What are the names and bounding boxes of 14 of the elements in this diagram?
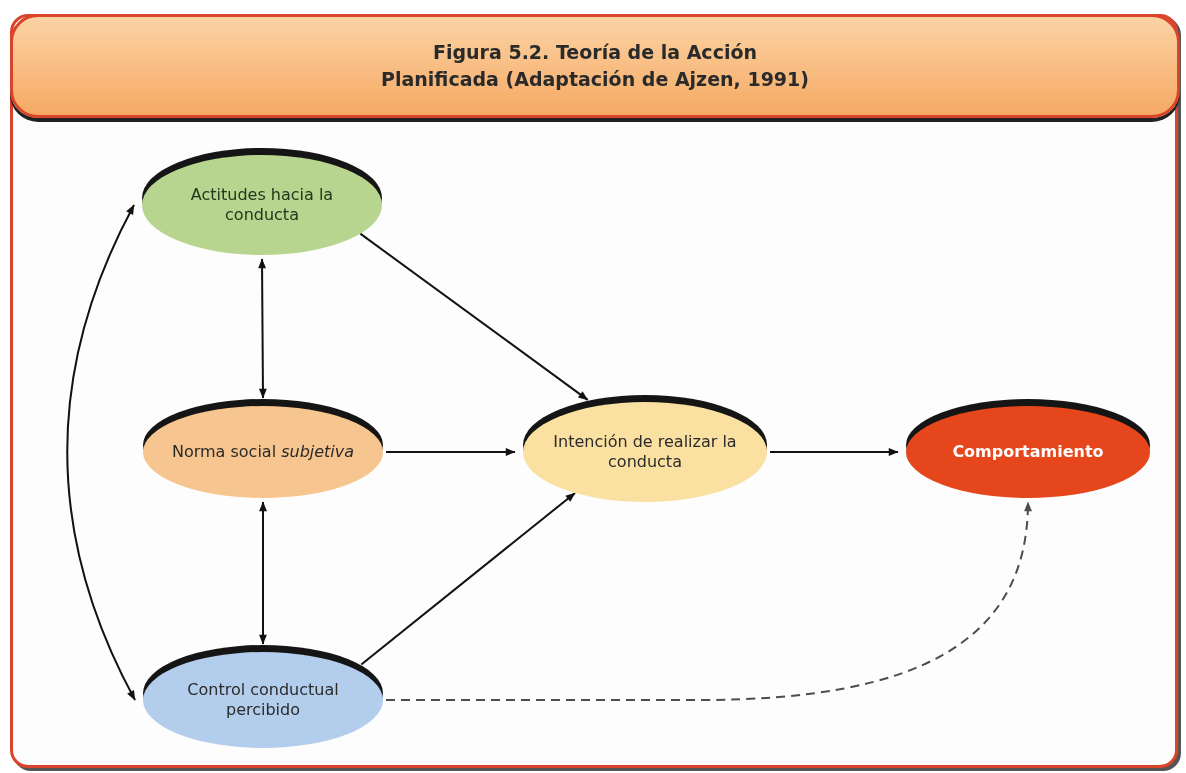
- arrow: [259, 501, 267, 645]
- arrow: [385, 448, 516, 456]
- arrow: [359, 232, 589, 401]
- node-label: Intención de realizar la conducta: [552, 432, 738, 472]
- node-label: Norma social subjetiva: [171, 442, 355, 462]
- dashed-arrow: [385, 501, 1032, 701]
- arrow: [769, 448, 899, 456]
- node-label: Comportamiento: [952, 442, 1104, 462]
- arrow: [258, 258, 267, 399]
- arrow: [360, 491, 576, 666]
- node-label: Actitudes hacia la conducta: [189, 185, 335, 225]
- node-label: Control conductual percibido: [186, 680, 340, 720]
- title: Figura 5.2. Teoría de la Acción Planificada (Adaptación de Ajzen, 1991): [380, 40, 810, 92]
- arrow: [66, 204, 136, 701]
